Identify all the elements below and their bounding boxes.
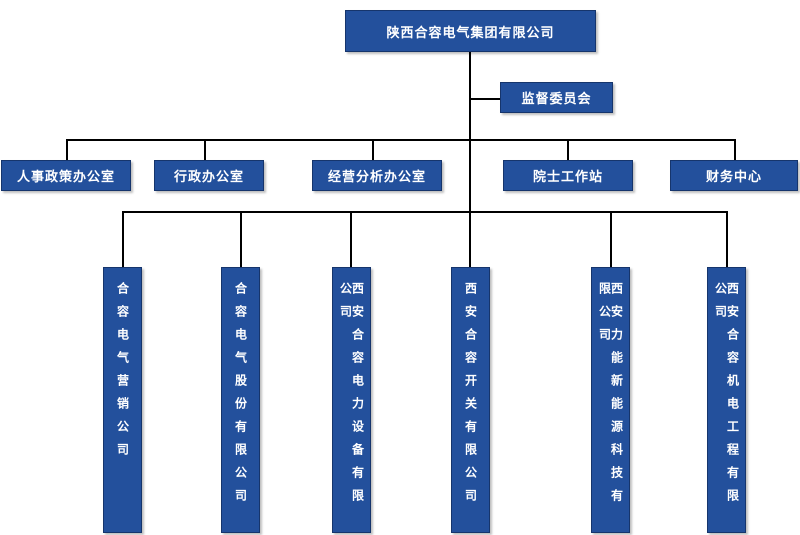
office-node: 经营分析办公室 <box>312 160 442 191</box>
subsidiary-label: 合容电气营销公司 <box>115 282 130 466</box>
subsidiary-label: 西安力能新能源科技有限公司 <box>597 282 624 512</box>
office-label: 人事政策办公室 <box>16 170 115 185</box>
subsidiary-label: 西安合容机电工程有限公司 <box>713 282 740 512</box>
connector-offices-bar <box>66 139 736 141</box>
office-node: 行政办公室 <box>154 160 264 191</box>
office-node: 院士工作站 <box>503 160 633 191</box>
connector-root-trunk <box>469 52 471 213</box>
subsidiary-node: 合容电气股份有限公司 <box>221 267 260 533</box>
connector-subsidiary-5 <box>610 211 612 267</box>
connector-office-4 <box>567 139 569 160</box>
supervisory-label: 监督委员会 <box>521 92 592 107</box>
office-label: 院士工作站 <box>532 170 603 185</box>
connector-office-2 <box>204 139 206 160</box>
subsidiary-label: 西安合容电力设备有限公司 <box>338 282 365 512</box>
supervisory-node: 监督委员会 <box>500 82 613 113</box>
connector-supervisory <box>470 98 500 100</box>
connector-subsidiary-2 <box>240 211 242 267</box>
office-node: 财务中心 <box>670 160 798 191</box>
connector-office-1 <box>66 139 68 160</box>
office-node: 人事政策办公室 <box>1 160 131 191</box>
office-label: 行政办公室 <box>173 170 244 185</box>
subsidiary-node: 西安合容开关有限公司 <box>451 267 490 533</box>
root-label: 陕西合容电气集团有限公司 <box>386 25 555 41</box>
subsidiary-node: 西安力能新能源科技有限公司 <box>591 267 630 533</box>
connector-subsidiary-4 <box>469 211 471 267</box>
subsidiary-node: 合容电气营销公司 <box>103 267 142 533</box>
connector-subsidiary-6 <box>726 211 728 267</box>
subsidiary-label: 合容电气股份有限公司 <box>233 282 248 512</box>
connector-subsidiary-3 <box>350 211 352 267</box>
connector-office-3 <box>372 139 374 160</box>
connector-subsidiary-1 <box>122 211 124 267</box>
connector-office-5 <box>734 139 736 160</box>
office-label: 财务中心 <box>705 170 762 185</box>
subsidiary-label: 西安合容开关有限公司 <box>463 282 478 512</box>
subsidiary-node: 西安合容机电工程有限公司 <box>707 267 746 533</box>
root-node: 陕西合容电气集团有限公司 <box>345 10 596 52</box>
office-label: 经营分析办公室 <box>327 170 426 185</box>
subsidiary-node: 西安合容电力设备有限公司 <box>332 267 371 533</box>
connector-subsidiaries-bar <box>122 211 728 213</box>
